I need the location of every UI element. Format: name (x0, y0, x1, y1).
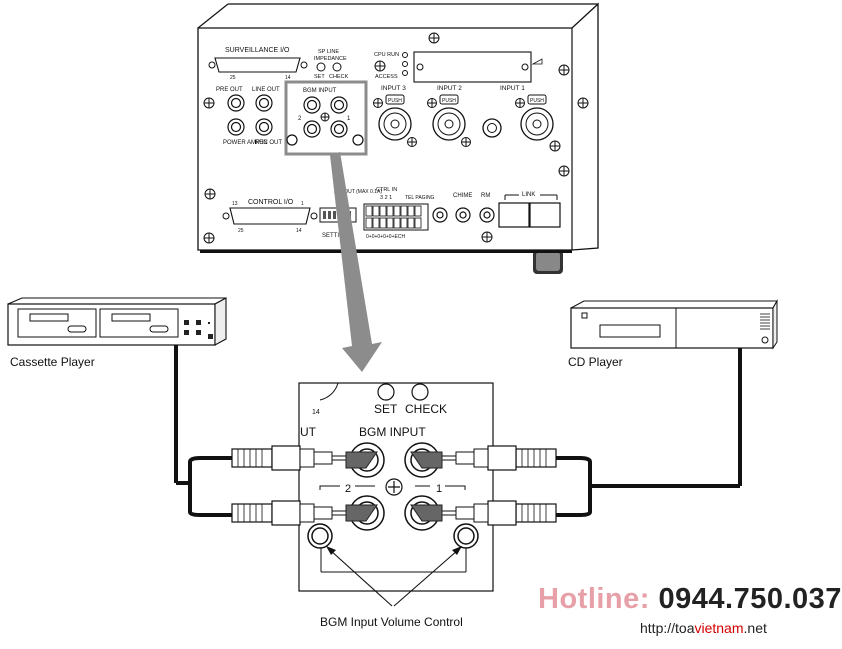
volume-control-callout (326, 546, 462, 607)
svg-text:3 2 1: 3 2 1 (380, 195, 392, 201)
svg-text:1: 1 (301, 201, 304, 207)
expansion-slot (413, 51, 532, 83)
bgm-ch1-label: 1 (347, 116, 351, 122)
impedance-label: IMPEDANCE (314, 56, 347, 62)
audio-cables (174, 345, 742, 517)
zoom-arrow (330, 152, 382, 372)
bgm-input-detail-panel: SET CHECK 14 UT BGM INPUT 2 1 (298, 382, 494, 592)
svg-text:0+0+0+0+0+ECH: 0+0+0+0+0+ECH (366, 234, 405, 240)
cd-player (570, 299, 778, 350)
connection-diagram: SURVEILLANCE I/O 25 14 SP LINE IMPEDANCE… (7, 2, 778, 607)
detail-check-label: CHECK (405, 402, 447, 416)
ctrl-in-label: CTRL IN (376, 187, 397, 193)
input-3-label: INPUT 3 (381, 85, 406, 92)
link-label: LINK (522, 192, 535, 198)
rec-out-label: REC OUT (255, 140, 282, 146)
svg-text:PUSH: PUSH (530, 98, 544, 104)
svg-text:PUSH: PUSH (442, 98, 456, 104)
set-label: SET (314, 74, 325, 80)
website-suffix: .net (743, 620, 767, 636)
website-highlight: vietnam (694, 620, 744, 636)
control-io-connector (229, 207, 311, 225)
hotline-label: Hotline: (538, 583, 650, 615)
check-switch (332, 62, 342, 72)
amplifier-rear-panel: SURVEILLANCE I/O 25 14 SP LINE IMPEDANCE… (197, 2, 599, 274)
bgm-input-highlight-box (284, 80, 368, 156)
pre-out-label: PRE OUT (216, 87, 243, 93)
surveillance-pin-25: 25 (230, 75, 236, 81)
svg-text:13: 13 (232, 201, 238, 207)
cd-player-label: CD Player (568, 355, 623, 369)
input-2-label: INPUT 2 (437, 85, 462, 92)
control-io-label: CONTROL I/O (248, 199, 294, 206)
check-label: CHECK (329, 74, 349, 80)
hotline-watermark: Hotline: 0944.750.037 (538, 583, 842, 616)
surveillance-pin-14: 14 (285, 75, 291, 81)
settings-label: SETTINGS (322, 233, 352, 239)
detail-set-switch (377, 383, 395, 401)
surveillance-io-label: SURVEILLANCE I/O (225, 47, 290, 54)
cassette-player (7, 297, 227, 346)
hotline-number: 0944.750.037 (658, 583, 842, 615)
access-led (402, 70, 408, 76)
cassette-player-label: Cassette Player (10, 355, 95, 369)
chime-label: CHIME (453, 193, 472, 199)
link-port-1 (498, 202, 530, 228)
power-amp-in-label: POWER AMP IN (223, 140, 268, 146)
detail-set-label: SET (374, 402, 398, 416)
bgm-volume-knob-2 (286, 134, 298, 146)
svg-text:PUSH: PUSH (388, 98, 402, 104)
cpu-run-led (402, 52, 408, 58)
detail-bgm-input-label: BGM INPUT (359, 425, 426, 439)
input-3-xlr-jack: PUSH (373, 94, 417, 147)
rca-plugs-right (410, 445, 557, 526)
detail-check-switch (411, 383, 429, 401)
line-out-label: LINE OUT (252, 87, 280, 93)
website-url[interactable]: http://toavietnam.net (640, 620, 767, 636)
sp-line-label: SP LINE (318, 49, 339, 55)
rca-plugs-left (231, 445, 378, 526)
detail-ch1-label: 1 (436, 483, 442, 495)
detail-ch2-label: 2 (345, 483, 351, 495)
bgm-input-label: BGM INPUT (303, 88, 337, 94)
rm-label: RM (481, 193, 490, 199)
bgm-ch2-label: 2 (298, 116, 302, 122)
input-1-xlr-jack: PUSH (482, 94, 554, 141)
cpu-run-label: CPU RUN (374, 52, 399, 58)
website-prefix: http://toa (640, 620, 695, 636)
svg-text:14: 14 (296, 228, 302, 234)
set-switch (316, 62, 326, 72)
detail-14-label: 14 (312, 409, 320, 416)
bgm-volume-knob-1 (352, 134, 364, 146)
out-24v-label: 24V OUT (MAX 0.1A) (334, 189, 382, 195)
detail-ut-label: UT (300, 425, 317, 439)
link-port-2 (529, 202, 561, 228)
tel-paging-label: TEL PAGING (405, 195, 435, 201)
input-2-xlr-jack: PUSH (427, 94, 471, 147)
input-1-label: INPUT 1 (500, 85, 525, 92)
surveillance-io-connector (214, 57, 301, 73)
access-label: ACCESS (375, 74, 398, 80)
volume-control-label: BGM Input Volume Control (320, 615, 463, 629)
svg-text:25: 25 (238, 228, 244, 234)
